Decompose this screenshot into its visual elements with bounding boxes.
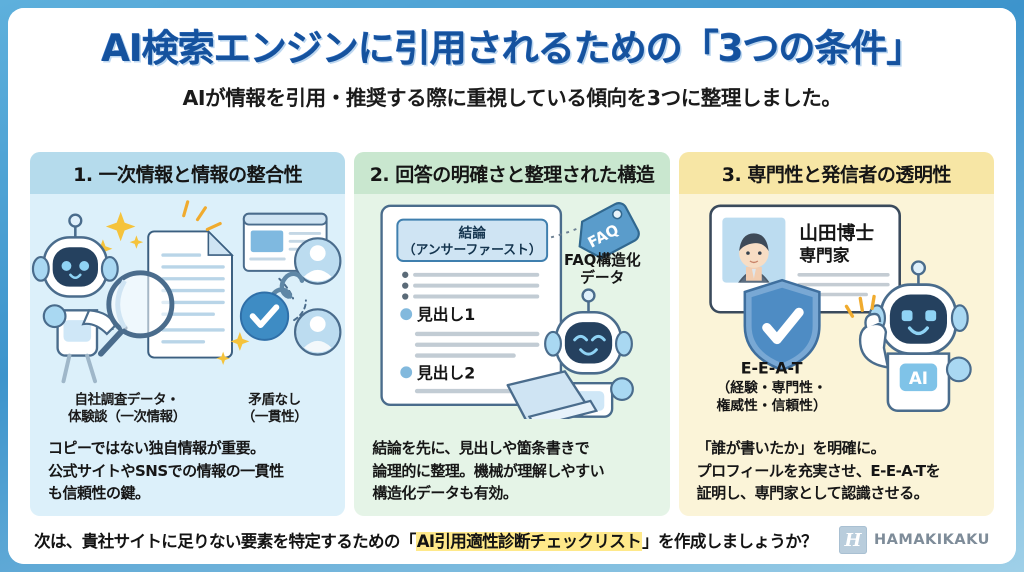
slide-panel: AI検索エンジンに引用されるための「3つの条件」 AIが情報を引用・推奨する際に… [8, 8, 1016, 564]
faq-tag-icon: FAQ [578, 202, 641, 260]
conclusion-label-1: 結論 [459, 224, 487, 241]
brand-logo: H HAMAKIKAKU [839, 526, 990, 554]
card-1: 1. 一次情報と情報の整合性 [30, 152, 346, 516]
card-3-description: 「誰が書いたか」を明確に。 プロフィールを充実させ、E-E-A-Tを 証明し、専… [696, 439, 941, 502]
card-3: 3. 専門性と発信者の透明性 [678, 152, 994, 516]
card-2-body: 結論 （アンサーファースト） [354, 194, 669, 516]
robot-ai-chip: AI [908, 368, 927, 388]
card-3-body: 山田博士 専門家 [679, 194, 994, 516]
footer-highlight: AI引用適性診断チェックリスト [415, 532, 643, 551]
logo-mark-icon: H [839, 526, 868, 554]
card-3-heading: 3. 専門性と発信者の透明性 [678, 152, 994, 194]
profile-name: 山田博士 [799, 222, 874, 244]
page-subtitle: AIが情報を引用・推奨する際に重視している傾向を3つに整理しました。 [182, 85, 842, 110]
card-2-illustration: 結論 （アンサーファースト） [354, 194, 669, 422]
card-1-description: コピーではない独自情報が重要。 公式サイトやSNSでの情報の一貫性 も信頼性の鍵… [48, 439, 284, 502]
caption-consistency: 矛盾なし （一貫性） [241, 392, 308, 426]
check-badge-icon [239, 291, 290, 341]
card-1-body: 自社調査データ・ 体験談（一次情報） 矛盾なし （一貫性） コピーではない独自情… [30, 194, 345, 516]
primary-info-illustration [31, 200, 342, 384]
card-1-captions: 自社調査データ・ 体験談（一次情報） 矛盾なし （一貫性） [30, 392, 345, 427]
shield-check-icon [743, 278, 821, 372]
eeat-sub-1: （経験・専門性・ [716, 379, 826, 396]
laptop-icon [506, 370, 599, 419]
avatar-bottom [293, 308, 342, 356]
faq-caption-1: FAQ構造化 [564, 251, 641, 269]
card-1-illustration [30, 194, 345, 394]
logo-wordmark: HAMAKIKAKU [874, 532, 990, 548]
profile-role: 専門家 [799, 245, 850, 265]
card-3-illustration: 山田博士 専門家 [679, 194, 994, 422]
eeat-title: E-E-A-T [740, 358, 802, 377]
card-1-heading: 1. 一次情報と情報の整合性 [30, 152, 346, 194]
cards-container: 1. 一次情報と情報の整合性 [30, 152, 994, 516]
doc-heading-2: 見出し2 [417, 363, 475, 382]
robot-figure: AI [844, 260, 972, 413]
doc-heading-1: 見出し1 [417, 305, 475, 324]
page-title: AI検索エンジンに引用されるための「3つの条件」 [101, 27, 923, 70]
robot-figure [31, 213, 119, 384]
faq-caption-2: データ [580, 269, 624, 287]
footer-text: 次は、貴社サイトに足りない要素を特定するための「AI引用適性診断チェックリスト」… [34, 528, 818, 552]
conclusion-label-2: （アンサーファースト） [403, 242, 542, 258]
structured-answer-illustration: 結論 （アンサーファースト） [380, 202, 641, 419]
person-avatar [737, 233, 770, 283]
card-2-heading: 2. 回答の明確さと整理された構造 [354, 152, 670, 194]
footer: 次は、貴社サイトに足りない要素を特定するための「AI引用適性診断チェックリスト」… [8, 526, 1016, 554]
card-2: 2. 回答の明確さと整理された構造 結論 （アンサーファースト） [354, 152, 670, 516]
footer-text-after: 」を作成しましょうか？ [642, 532, 818, 551]
caption-primary-data: 自社調査データ・ 体験談（一次情報） [67, 392, 186, 426]
avatar-top [293, 237, 342, 285]
expertise-illustration: 山田博士 専門家 [708, 204, 972, 414]
card-2-description: 結論を先に、見出しや箇条書きで 論理的に整理。機械が理解しやすい 構造化データも… [372, 439, 605, 502]
eeat-sub-2: 権威性・信頼性） [716, 397, 826, 414]
magnifier-icon [97, 270, 175, 357]
footer-text-before: 次は、貴社サイトに足りない要素を特定するための「 [34, 532, 416, 551]
